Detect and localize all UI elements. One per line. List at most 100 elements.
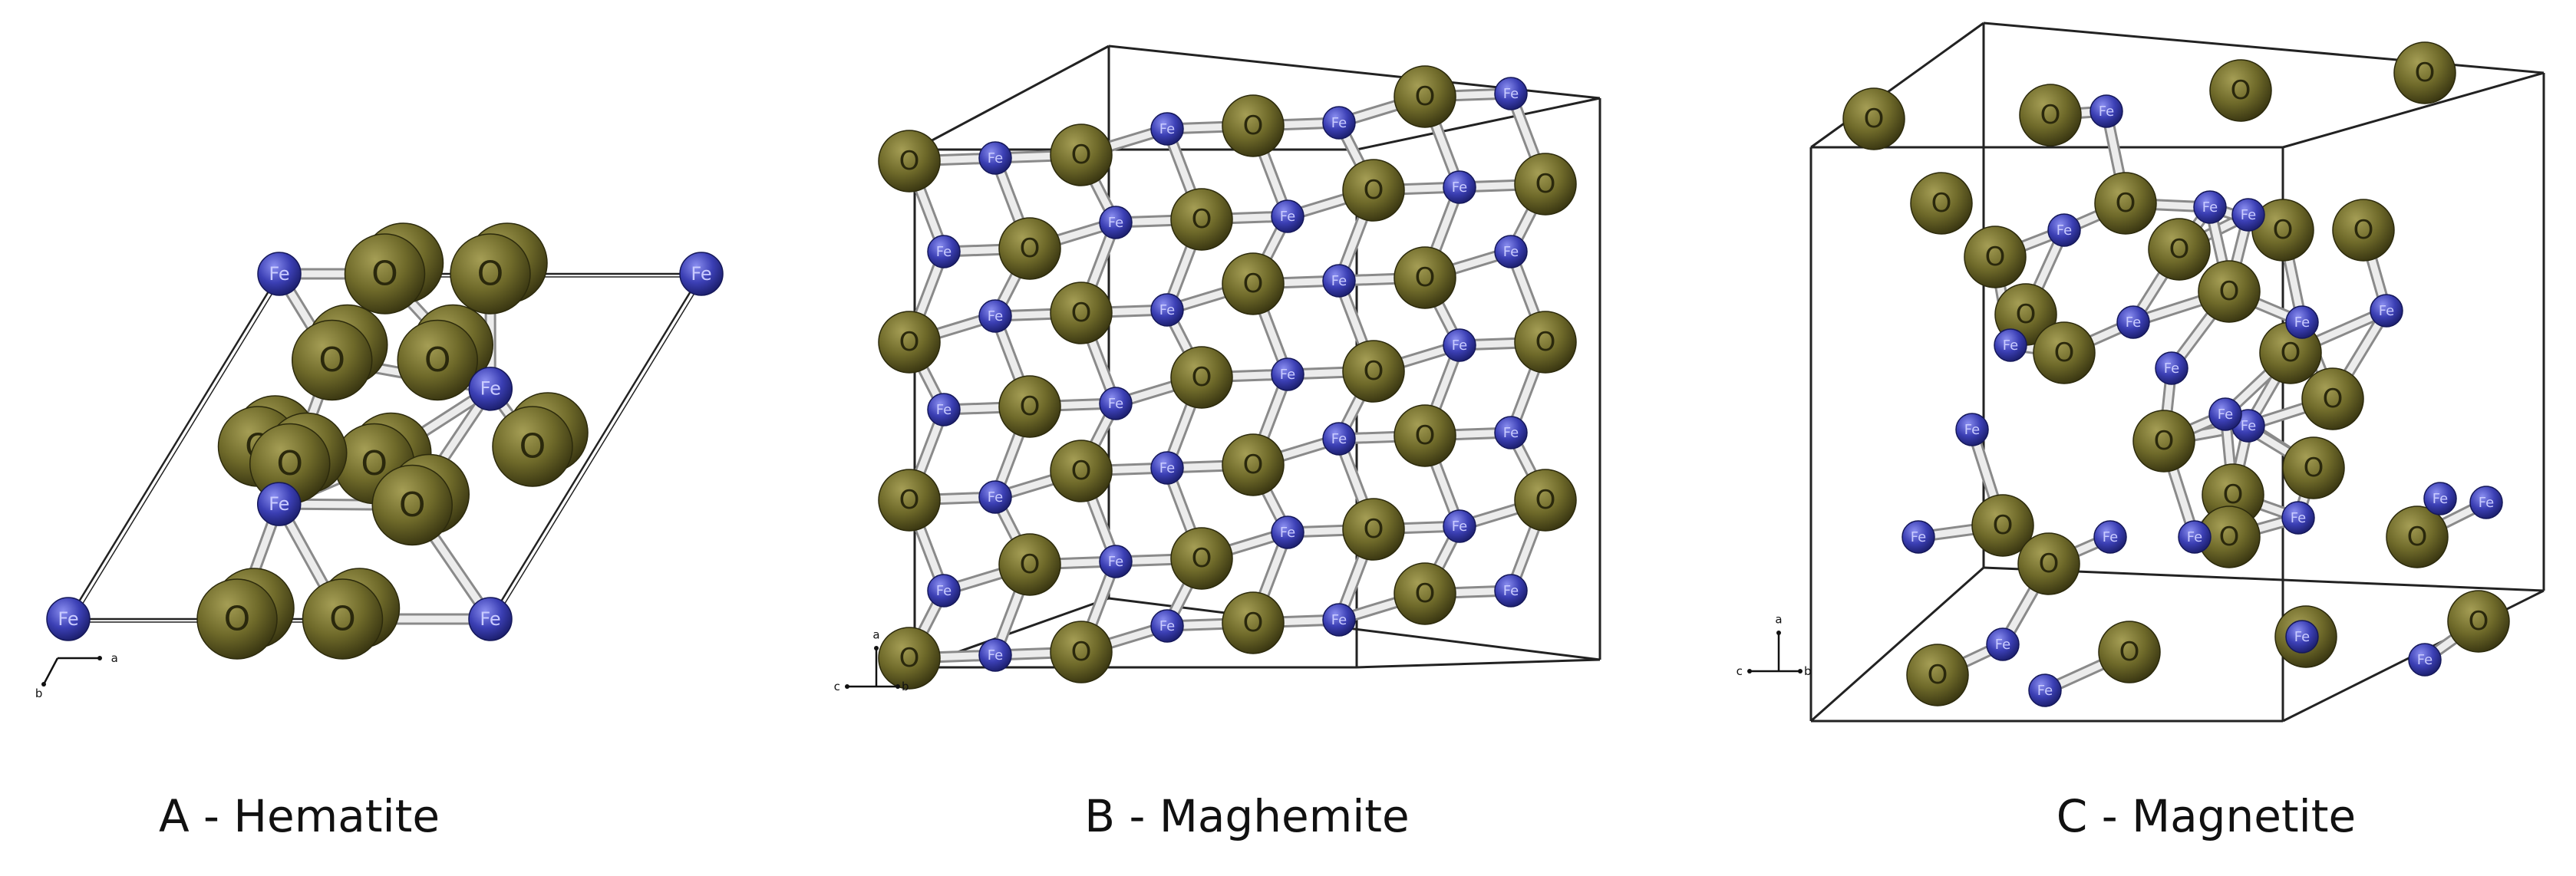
fe-label: Fe — [936, 583, 952, 599]
o-label: O — [399, 486, 426, 525]
unit-cell-edge — [1356, 658, 1601, 669]
o-atom — [1222, 591, 1285, 654]
o-label: O — [2154, 426, 2175, 456]
o-label: O — [1020, 391, 1041, 422]
o-label: O — [1192, 543, 1212, 574]
o-label: O — [1243, 608, 1264, 638]
fe-atom — [1150, 293, 1184, 327]
fe-atom — [1443, 509, 1476, 543]
fe-label: Fe — [2103, 529, 2118, 545]
fe-label: Fe — [1108, 396, 1123, 412]
fe-atom — [468, 597, 513, 641]
o-label: O — [1931, 188, 1952, 219]
maghemite-structure: OOOOOOOOOOOOOOOOOOOOOOOOOOOOFeFeFeFeFeFe… — [834, 44, 1601, 693]
unit-cell-edge — [71, 276, 283, 623]
fe-atom — [2208, 397, 2242, 431]
axis-arrow-head — [845, 684, 849, 689]
o-label: O — [2323, 384, 2343, 414]
fe-label: Fe — [2417, 652, 2433, 668]
unit-cell-edge — [1108, 597, 1601, 661]
o-atom — [1222, 252, 1285, 315]
o-label: O — [2219, 522, 2240, 552]
o-label: O — [1364, 356, 1384, 387]
o-label: O — [1071, 140, 1092, 170]
o-atom — [2033, 321, 2096, 384]
o-label: O — [2040, 100, 2061, 130]
o-label: O — [1415, 578, 1436, 609]
fe-label: Fe — [1911, 529, 1926, 545]
o-atom — [998, 217, 1061, 280]
o-label: O — [1192, 204, 1212, 235]
axis-label-b: b — [35, 687, 43, 700]
fe-label: Fe — [480, 378, 501, 400]
fe-label: Fe — [2294, 315, 2310, 331]
fe-label: Fe — [1503, 244, 1519, 260]
fe-atom — [1986, 627, 2020, 661]
fe-label: Fe — [988, 489, 1003, 506]
o-atom — [1514, 469, 1577, 532]
fe-atom — [1099, 206, 1133, 239]
fe-atom — [978, 141, 1012, 175]
fe-label: Fe — [1159, 302, 1175, 318]
axis-label-b: b — [902, 680, 909, 693]
axis-arrow — [42, 657, 59, 685]
unit-cell-edge — [1983, 21, 2545, 74]
o-label: O — [1535, 327, 1556, 357]
fe-label: Fe — [1108, 215, 1123, 231]
o-label: O — [2281, 338, 2301, 368]
fe-label: Fe — [1159, 121, 1175, 137]
fe-atom — [1443, 170, 1476, 204]
o-atom — [2332, 199, 2395, 262]
fe-atom — [1443, 328, 1476, 362]
fe-label: Fe — [2037, 683, 2053, 699]
fe-atom — [1322, 422, 1356, 456]
fe-label: Fe — [1331, 115, 1347, 131]
o-label: O — [1985, 242, 2006, 272]
fe-atom — [1271, 199, 1304, 233]
o-atom — [302, 578, 384, 660]
axis-arrow-head — [41, 682, 46, 687]
fe-atom — [2193, 190, 2227, 224]
fe-atom — [2093, 520, 2127, 554]
fe-label: Fe — [1280, 209, 1295, 225]
fe-label: Fe — [2218, 407, 2233, 423]
o-label: O — [519, 427, 546, 466]
fe-label: Fe — [480, 608, 500, 630]
fe-atom — [2178, 520, 2212, 554]
fe-atom — [679, 252, 724, 296]
fe-label: Fe — [2433, 491, 2448, 507]
fe-atom — [978, 299, 1012, 333]
o-atom — [998, 533, 1061, 596]
caption-magnetite: C - Magnetite — [2056, 790, 2357, 842]
o-atom — [1964, 226, 2027, 288]
caption-maghemite: B - Maghemite — [1084, 790, 1410, 842]
o-atom — [998, 375, 1061, 438]
axis-label-a: a — [872, 628, 879, 642]
unit-cell-edge — [1356, 97, 1601, 151]
o-atom — [878, 311, 941, 374]
fe-atom — [46, 597, 91, 641]
o-atom — [1971, 494, 2034, 557]
fe-label: Fe — [2294, 629, 2310, 645]
unit-cell-edge — [914, 44, 1110, 151]
o-atom — [1170, 346, 1233, 409]
fe-atom — [1271, 357, 1304, 391]
o-atom — [2209, 59, 2272, 122]
o-label: O — [899, 146, 920, 176]
o-label: O — [2119, 637, 2140, 667]
axis-arrow-head — [97, 656, 102, 660]
fe-label: Fe — [1503, 86, 1519, 102]
fe-label: Fe — [2241, 207, 2256, 223]
o-label: O — [371, 255, 398, 294]
o-atom — [344, 233, 426, 315]
unit-cell-edge — [489, 273, 703, 620]
o-label: O — [2231, 75, 2251, 106]
o-atom — [1514, 153, 1577, 216]
o-atom — [1342, 498, 1405, 561]
fe-label: Fe — [2126, 315, 2141, 331]
unit-cell-edge — [1810, 21, 1984, 149]
o-atom — [1906, 644, 1969, 706]
o-label: O — [1928, 660, 1948, 690]
o-atom — [1394, 562, 1456, 625]
